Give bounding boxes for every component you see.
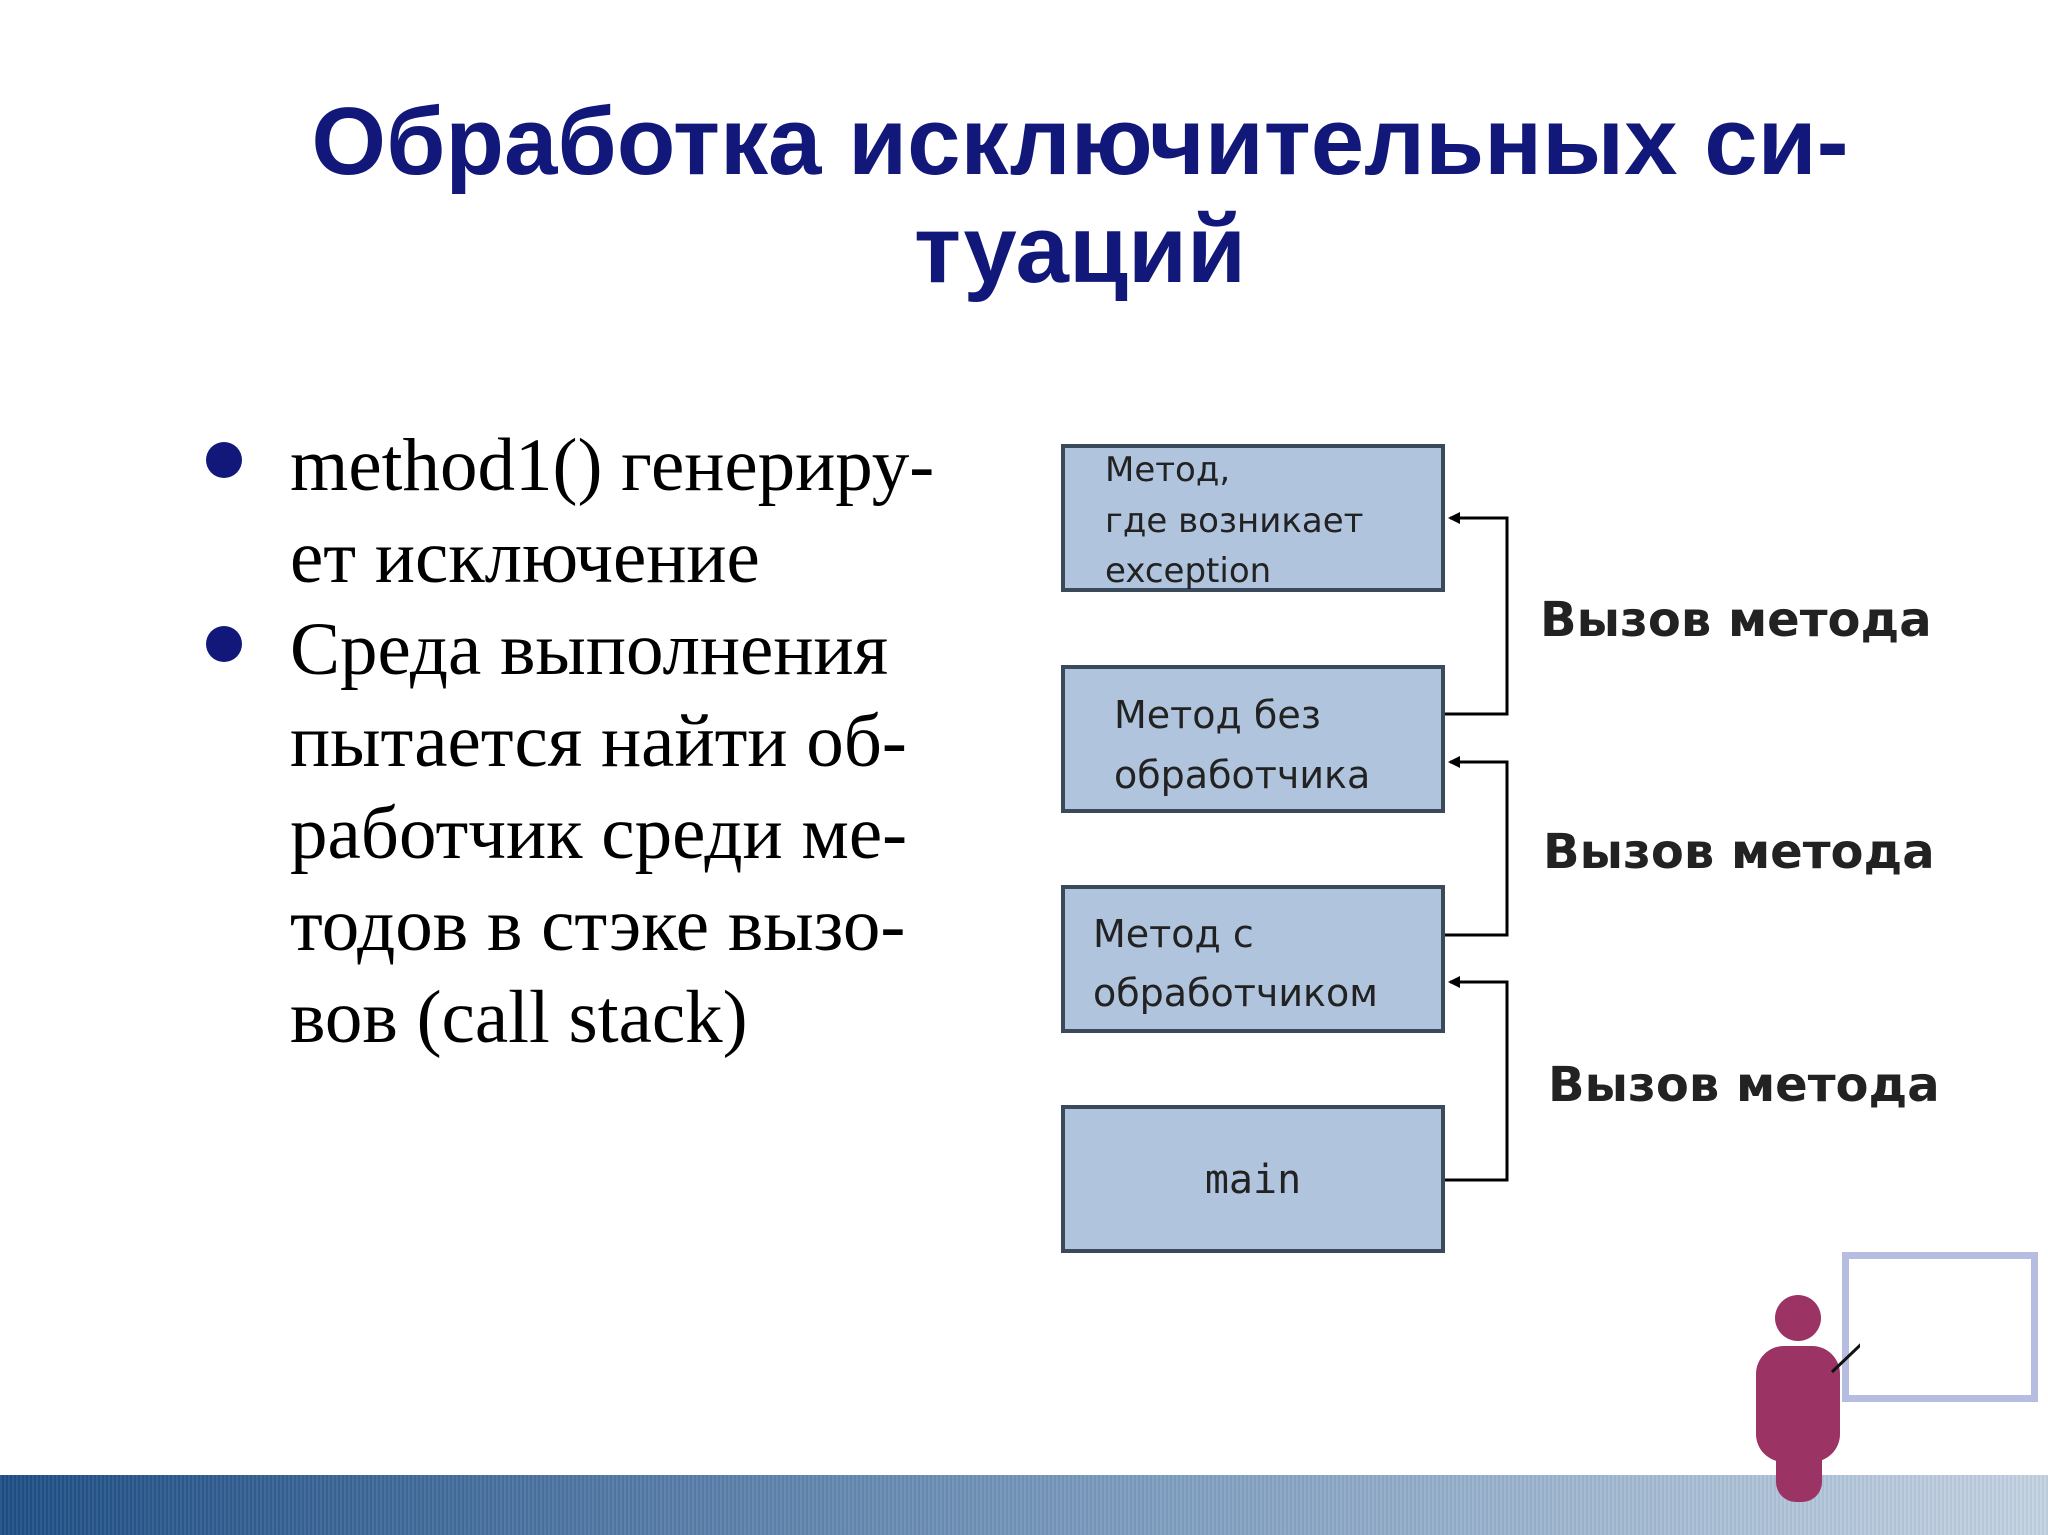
bullet-dot-icon — [206, 626, 242, 662]
presenter-head — [1775, 1295, 1821, 1341]
stack-box-no-handler-rect — [1061, 665, 1445, 813]
stack-box-no-handler: Метод без обработчика — [1061, 665, 1445, 813]
bullet-2-line-2: пытается найти об- — [290, 700, 907, 783]
stack-box-exception-method-line-3: exception — [1105, 551, 1271, 591]
stack-box-exception-method-line-2: где возникает — [1105, 501, 1363, 541]
call-arrow-1 — [1445, 512, 1509, 716]
stack-box-main-rect — [1061, 1105, 1445, 1253]
bullet-dot-icon — [206, 442, 242, 478]
presenter-icon — [1756, 1295, 1860, 1502]
stack-box-no-handler-line-2: обработчика — [1114, 753, 1370, 797]
call-arrow-1-path — [1445, 512, 1509, 716]
slide-title-line-1: Обработка исключительных си- — [311, 88, 1849, 195]
presentation-board-frame — [1842, 1252, 2038, 1402]
presenter-body — [1756, 1346, 1840, 1462]
call-arrow-2 — [1445, 756, 1509, 937]
stack-box-with-handler: Метод с обработчиком — [1061, 885, 1445, 1033]
footer-band — [0, 1475, 2048, 1535]
bullet-1-line-2: ет исключение — [290, 516, 760, 599]
stack-box-exception-method-line-1: Метод, — [1105, 450, 1230, 490]
call-label-2: Вызов метода — [1543, 824, 1935, 880]
bullet-1-line-1: method1() генериру- — [290, 424, 935, 507]
bullet-2-line-1: Среда выполнения — [290, 608, 889, 691]
stack-box-with-handler-rect — [1061, 885, 1445, 1033]
slide-title-line-2: туаций — [914, 196, 1246, 303]
presenter-legs — [1776, 1440, 1822, 1502]
stack-box-with-handler-line-2: обработчиком — [1093, 971, 1378, 1015]
call-label-1: Вызов метода — [1540, 592, 1932, 648]
call-arrow-3-path — [1445, 976, 1509, 1182]
stack-box-exception-method-rect — [1061, 444, 1445, 592]
stack-box-no-handler-line-1: Метод без — [1114, 693, 1321, 737]
stack-box-exception-method: Метод, где возникает exception — [1061, 444, 1445, 592]
presenter-pointer — [1830, 1343, 1860, 1374]
stack-box-with-handler-line-1: Метод с — [1093, 912, 1254, 956]
stack-box-main-label: main — [1205, 1157, 1301, 1203]
stack-box-main: main — [1061, 1105, 1445, 1253]
call-label-3: Вызов метода — [1548, 1057, 1940, 1113]
bullet-2-line-4: тодов в стэке вызо- — [290, 884, 906, 967]
call-arrow-2-path — [1445, 756, 1509, 937]
bullet-item: Среда выполнения пытается найти об- рабо… — [200, 604, 1020, 1064]
bullet-2-line-3: работчик среди ме- — [290, 792, 908, 875]
bullet-list: method1() генериру- ет исключение Среда … — [200, 420, 1020, 1064]
bullet-item: method1() генериру- ет исключение — [200, 420, 1020, 604]
call-arrow-3 — [1445, 976, 1509, 1182]
slide-title: Обработка исключительных си- туаций — [100, 88, 2048, 304]
bullet-2-line-5: вов (call stack) — [290, 976, 748, 1059]
